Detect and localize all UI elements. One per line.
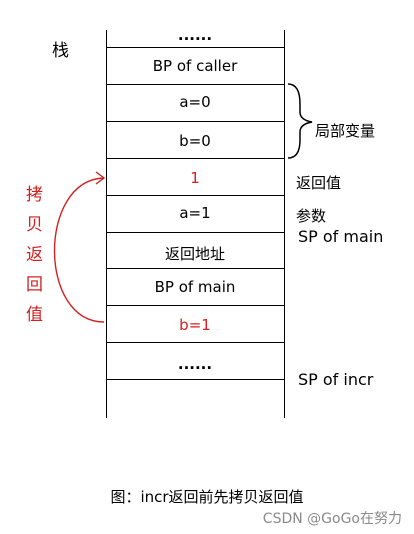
sp-incr-label: SP of incr [298,370,374,389]
stack-divider [106,47,285,48]
stack-cell-return-value: 1 [190,169,200,187]
copy-arrow [53,177,105,323]
stack-divider [106,379,285,380]
stack-cell-bp-caller: BP of caller [152,57,238,75]
copy-label-char: 值 [26,305,43,325]
copy-label-char: 拷 [26,185,43,205]
figure-caption: 图：incr返回前先拷贝返回值 [110,488,304,506]
copy-return-value-label: 拷 贝 返 回 值 [26,180,43,330]
stack-right-border [284,30,285,418]
stack-cell-bp-main: BP of main [154,278,236,296]
stack-divider [106,268,285,269]
return-value-label: 返回值 [296,174,342,192]
stack-divider [106,195,285,196]
stack-cell-a0: a=0 [179,93,211,111]
stack-cell-b0: b=0 [179,132,211,150]
stack-label: 栈 [52,41,69,61]
copy-label-char: 回 [26,275,43,295]
stack-divider [106,121,285,122]
stack-cell-ellipsis-top: ...... [177,26,213,44]
stack-cell-ellipsis-bottom: ...... [177,355,213,373]
watermark: CSDN @GoGo在努力 [262,511,402,527]
local-vars-label: 局部变量 [315,122,376,140]
stack-divider [106,232,285,233]
params-label: 参数 [296,207,327,225]
stack-left-border [106,30,107,418]
local-vars-brace [287,83,313,159]
copy-label-char: 贝 [26,215,43,235]
copy-arrow-head [95,171,106,185]
sp-main-label: SP of main [298,227,384,246]
stack-divider [106,305,285,306]
stack-cell-b1: b=1 [179,316,211,334]
stack-divider [106,84,285,85]
stack-divider [106,342,285,343]
stack-cell-a1: a=1 [179,204,211,222]
stack-divider [106,158,285,159]
stack-cell-return-address: 返回地址 [164,245,225,263]
copy-label-char: 返 [26,245,43,265]
